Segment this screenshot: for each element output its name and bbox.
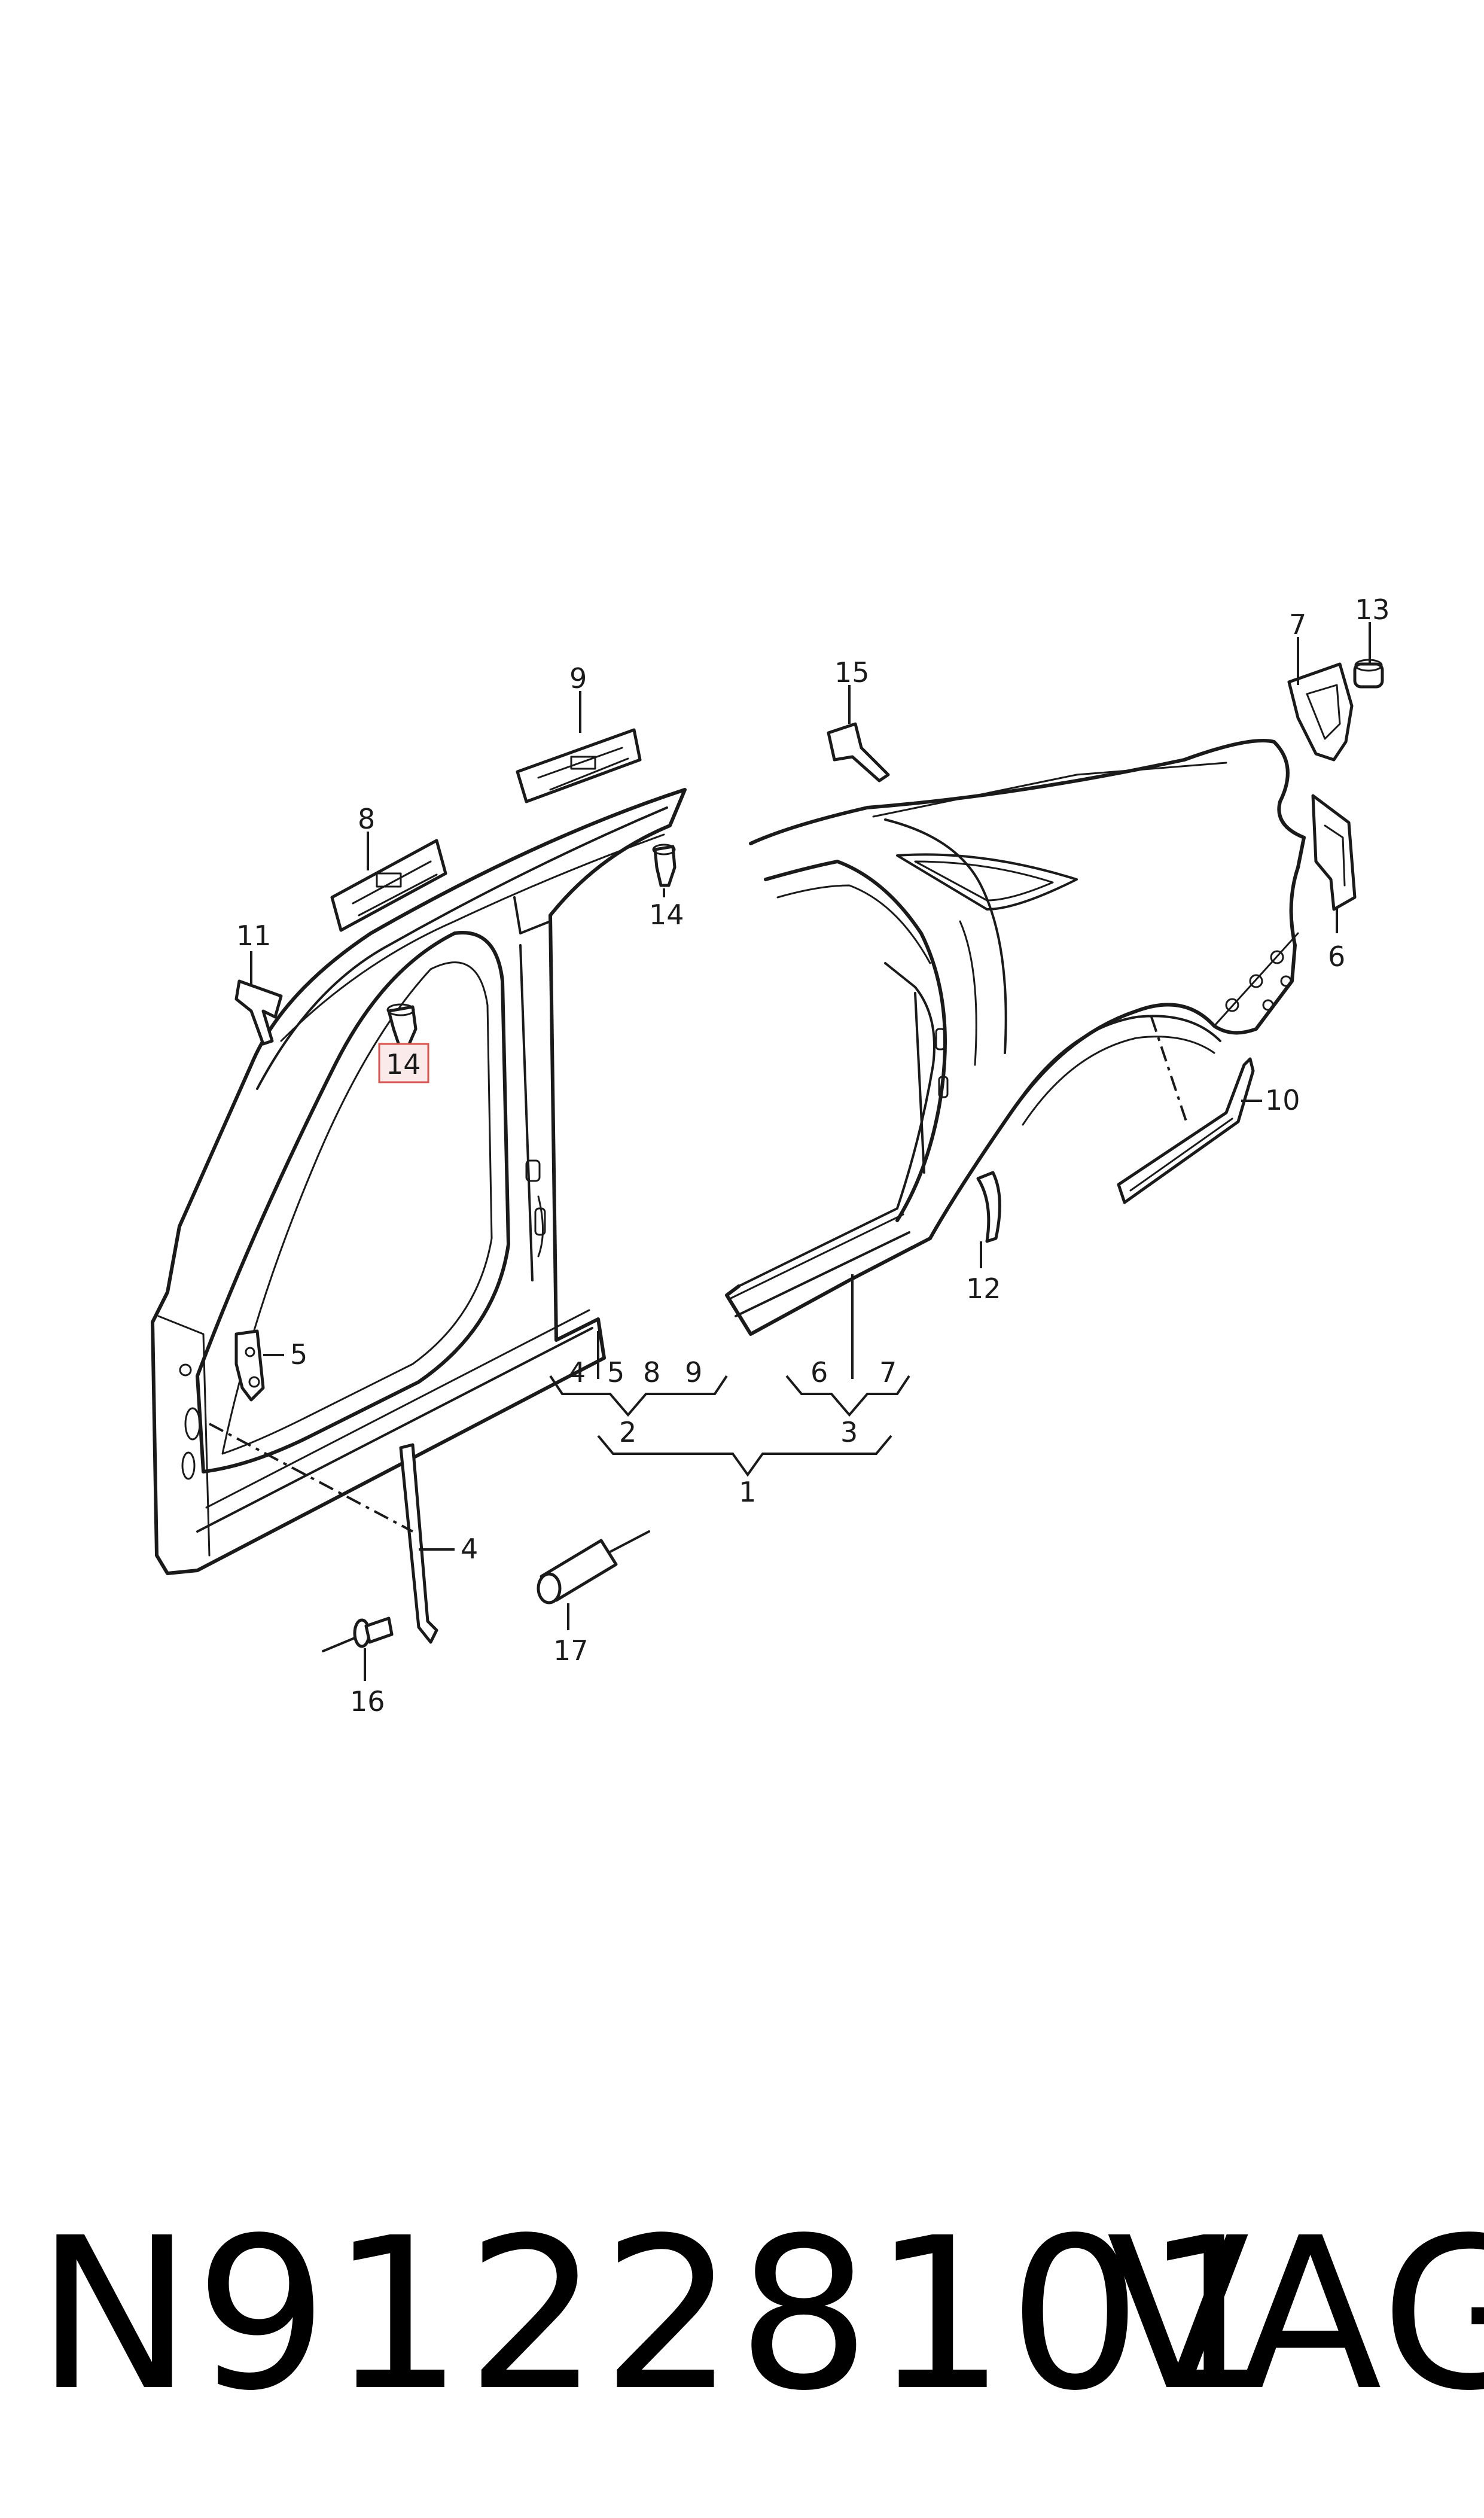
clip-14-lower: [386, 1003, 418, 1049]
callout-group-9: 9: [685, 1356, 702, 1389]
part-10-bracket: [1117, 1057, 1255, 1204]
callout-9: 9: [569, 662, 587, 695]
rear-side-panel: [725, 739, 1306, 1336]
tube-17: [537, 1530, 650, 1604]
callouts: 9 8 11 14 14 15 7 13 6 10 12 5 4 16 17 4…: [236, 593, 1390, 1718]
part-9-bracket: [516, 728, 642, 803]
callout-8: 8: [358, 803, 375, 835]
callout-group-5: 5: [607, 1356, 624, 1389]
callout-15: 15: [834, 656, 870, 689]
part-6-bracket: [1311, 794, 1357, 911]
callout-14-upper: 14: [649, 899, 684, 931]
part-15-bracket: [827, 722, 890, 783]
part-11-bracket: [234, 979, 283, 1046]
callout-1: 1: [739, 1476, 756, 1508]
callout-4-strap: 4: [461, 1533, 478, 1565]
brand-name: VAG: [1107, 2193, 1484, 2437]
part-7-bracket: [1287, 662, 1354, 762]
callout-group-4: 4: [568, 1356, 586, 1389]
group-brackets: [549, 1375, 910, 1477]
callout-7-top: 7: [1289, 608, 1306, 641]
callout-13: 13: [1355, 593, 1390, 626]
callout-group-7: 7: [879, 1356, 897, 1389]
callout-12: 12: [966, 1272, 1001, 1305]
rivet-16: [322, 1616, 394, 1652]
clip-14-upper: [652, 844, 677, 887]
callout-16: 16: [350, 1685, 385, 1718]
highlight-box-14: [378, 1043, 429, 1083]
callout-group-6: 6: [810, 1356, 828, 1389]
part-8-bracket: [330, 839, 447, 932]
callout-6-right: 6: [1328, 940, 1345, 973]
callout-14-highlighted[interactable]: 14: [386, 1048, 421, 1080]
front-side-panel: [151, 788, 687, 1575]
part-4-strap: [399, 1443, 438, 1644]
callout-11: 11: [236, 919, 272, 952]
callout-5-bracket: 5: [290, 1338, 307, 1371]
callout-10: 10: [1265, 1084, 1300, 1116]
part-number: N91228101: [36, 2193, 1279, 2437]
callout-group-8: 8: [643, 1356, 660, 1389]
callout-3: 3: [840, 1416, 858, 1448]
part-12-bracket: [976, 1171, 1001, 1243]
part-5-bracket: [234, 1329, 265, 1402]
callout-17: 17: [553, 1634, 589, 1667]
callout-2: 2: [619, 1416, 636, 1448]
leader-lines: [209, 622, 1371, 1681]
